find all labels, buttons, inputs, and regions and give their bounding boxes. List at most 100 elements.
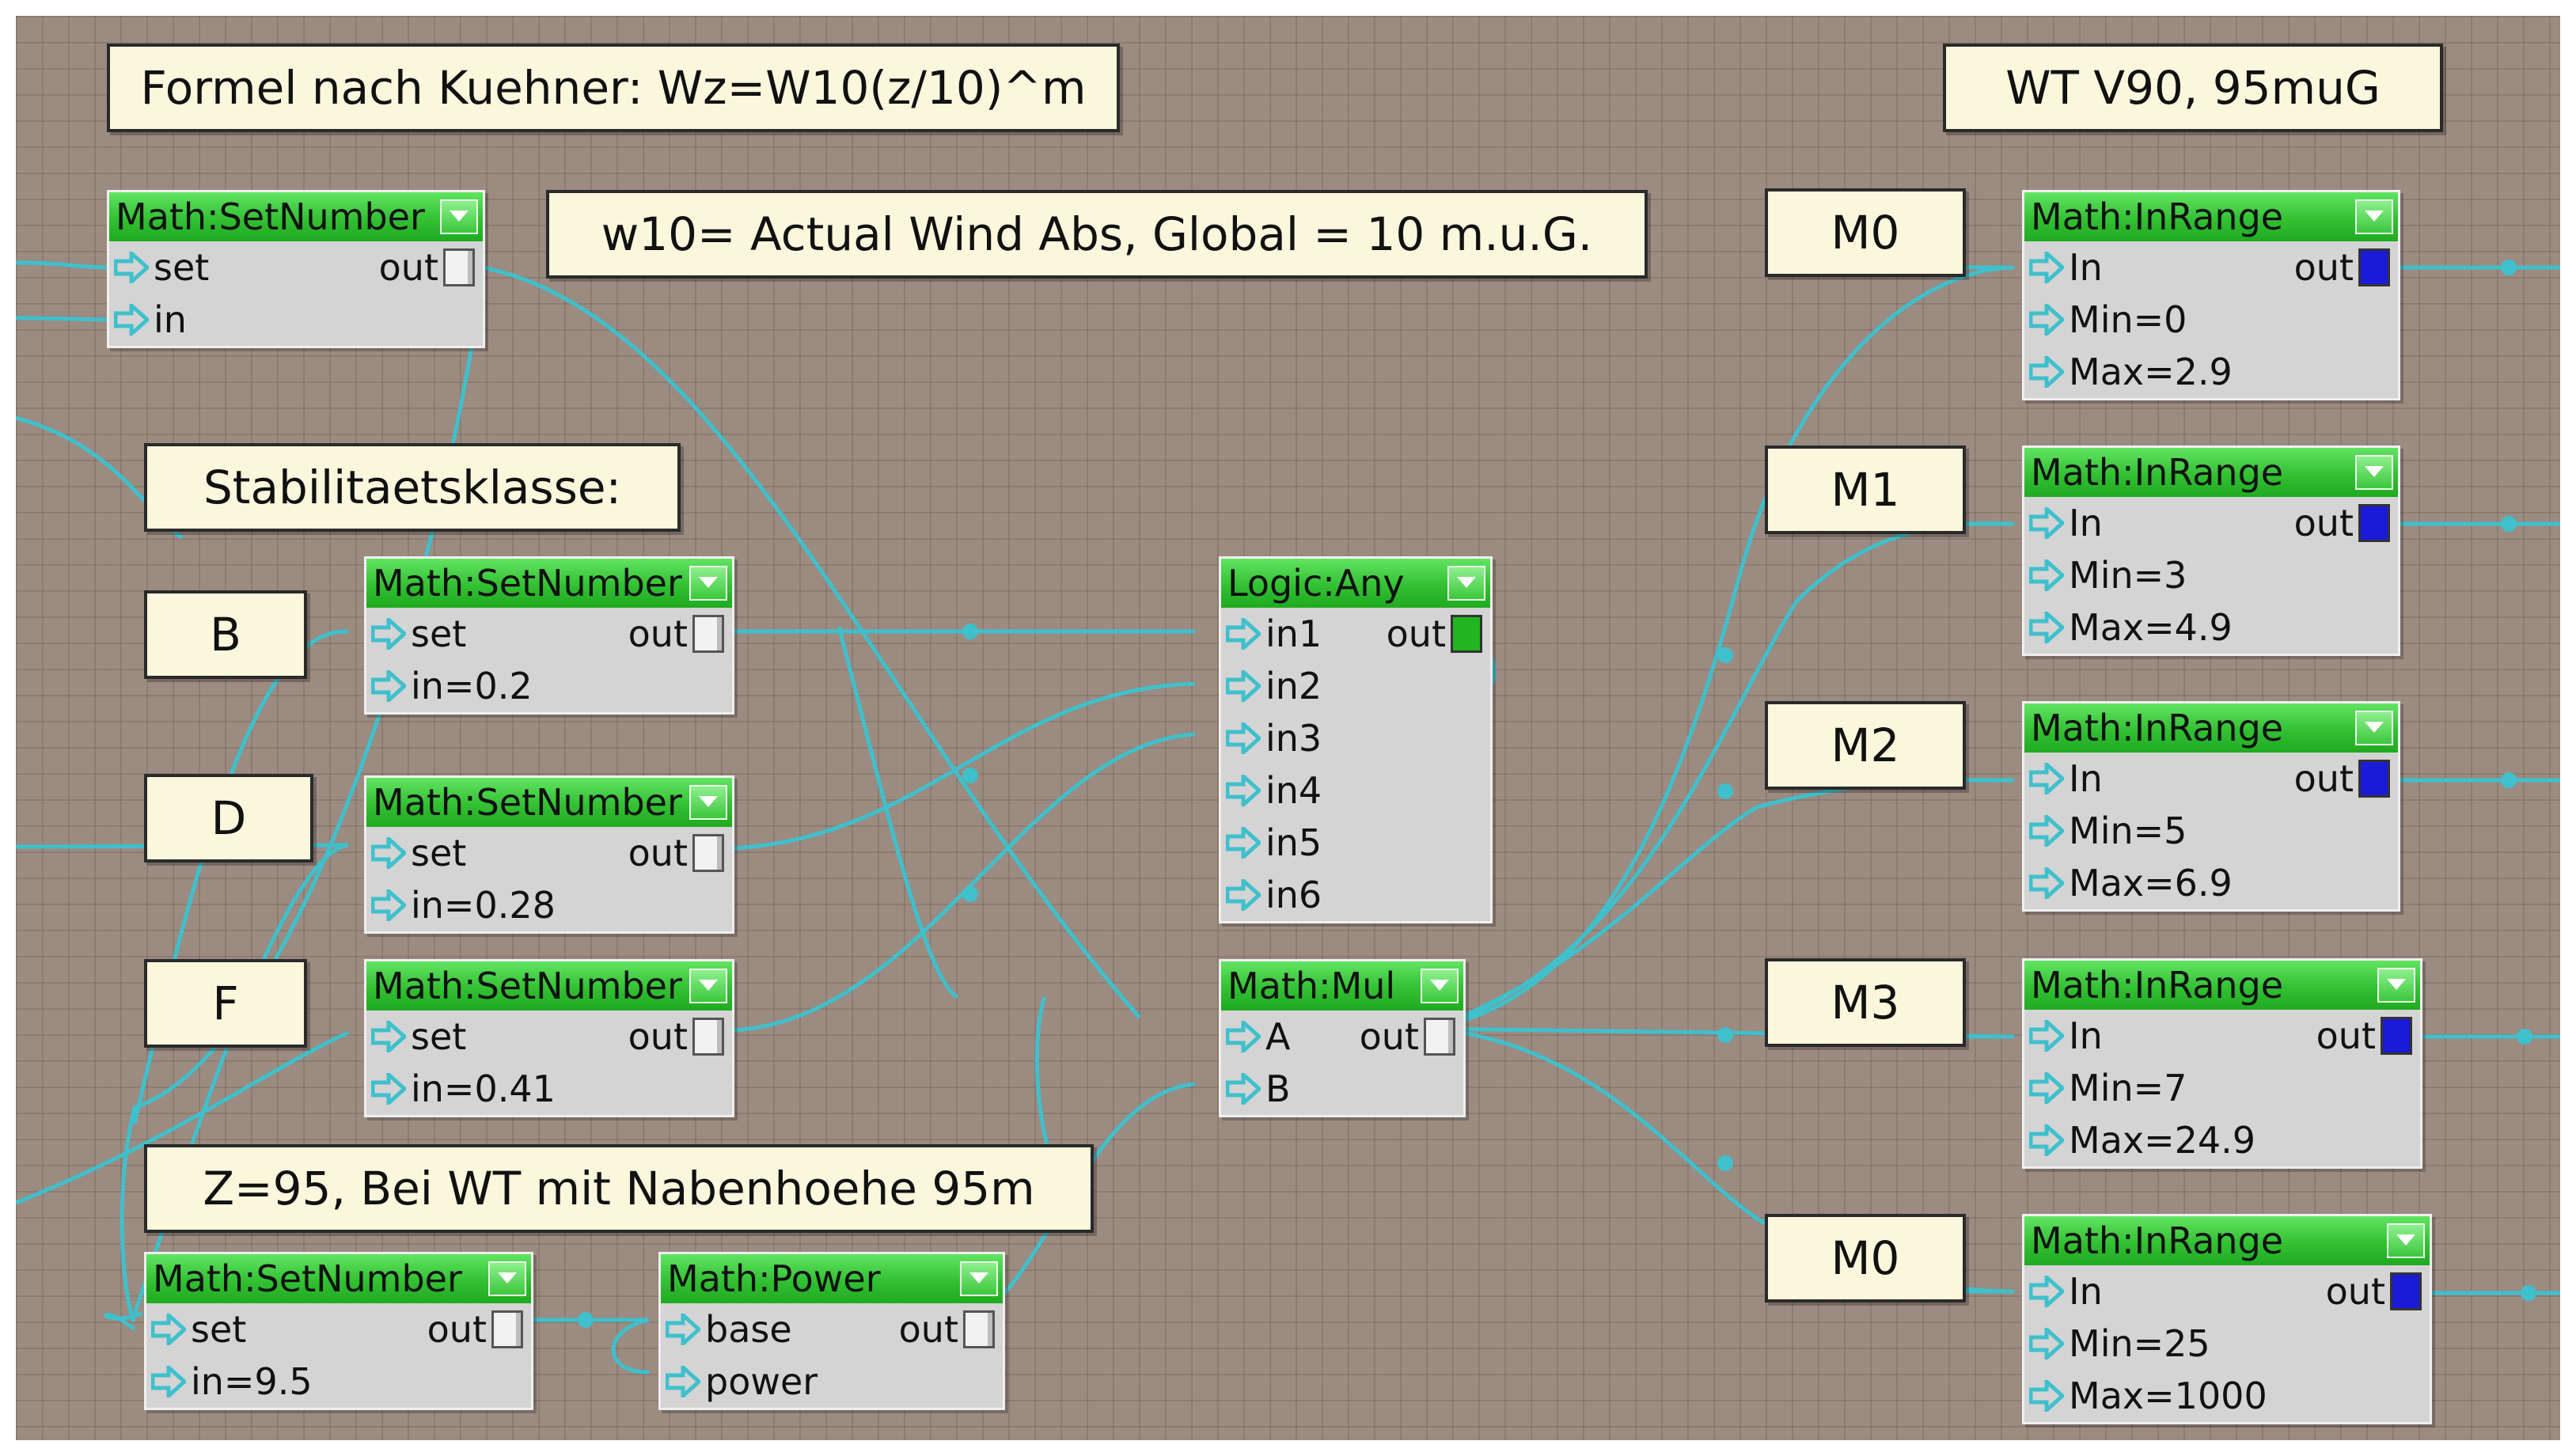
hollow-arrow-icon[interactable] bbox=[666, 1314, 700, 1345]
green-arrow-icon[interactable] bbox=[371, 837, 406, 869]
green-arrow-icon[interactable] bbox=[371, 1021, 406, 1052]
output-indicator[interactable] bbox=[2358, 504, 2390, 542]
z-note[interactable]: Z=95, Bei WT mit Nabenhoehe 95m bbox=[144, 1144, 1094, 1233]
output-indicator[interactable] bbox=[2358, 248, 2390, 286]
power-node[interactable]: Math:Power base out power bbox=[658, 1252, 1005, 1410]
dropdown-triangle-icon[interactable] bbox=[2377, 968, 2415, 1003]
logic-any-node[interactable]: Logic:Any in1 out in2 in3 in4 in5 in6 bbox=[1219, 556, 1493, 923]
hollow-arrow-icon[interactable] bbox=[2029, 1328, 2064, 1359]
hollow-arrow-icon[interactable] bbox=[371, 889, 406, 921]
dropdown-triangle-icon[interactable] bbox=[1447, 566, 1485, 601]
dropdown-triangle-icon[interactable] bbox=[1421, 969, 1459, 1003]
green-arrow-icon[interactable] bbox=[1226, 879, 1261, 911]
hollow-arrow-icon[interactable] bbox=[2029, 612, 2064, 643]
output-indicator[interactable] bbox=[2381, 1017, 2412, 1055]
hollow-arrow-icon[interactable] bbox=[2029, 1072, 2064, 1104]
inrange-node-2[interactable]: Math:InRange In out Min=5 Max=6.9 bbox=[2022, 701, 2400, 912]
dropdown-triangle-icon[interactable] bbox=[2355, 199, 2393, 234]
hollow-arrow-icon[interactable] bbox=[1226, 1021, 1261, 1052]
hollow-arrow-icon[interactable] bbox=[1226, 1073, 1261, 1105]
output-indicator[interactable] bbox=[491, 1310, 523, 1348]
green-arrow-icon[interactable] bbox=[1226, 722, 1261, 754]
turbine-note[interactable]: WT V90, 95muG bbox=[1943, 44, 2443, 132]
hollow-arrow-icon[interactable] bbox=[2029, 1380, 2064, 1412]
hollow-arrow-icon[interactable] bbox=[2029, 763, 2064, 794]
inrange-node-4[interactable]: Math:InRange In out Min=25 Max=1000 bbox=[2022, 1214, 2432, 1424]
m1-note[interactable]: M1 bbox=[1765, 446, 1966, 534]
hollow-arrow-icon[interactable] bbox=[2029, 815, 2064, 847]
node-title: Math:InRange bbox=[2031, 451, 2284, 494]
dropdown-triangle-icon[interactable] bbox=[2387, 1223, 2425, 1258]
hollow-arrow-icon[interactable] bbox=[2029, 1124, 2064, 1156]
formula-note[interactable]: Formel nach Kuehner: Wz=W10(z/10)^m bbox=[107, 44, 1120, 132]
output-indicator[interactable] bbox=[443, 248, 475, 286]
pin-label: B bbox=[1265, 1067, 1291, 1110]
m3-note[interactable]: M3 bbox=[1765, 958, 1966, 1047]
class-b-note[interactable]: B bbox=[144, 590, 307, 679]
node-editor-canvas[interactable]: Formel nach Kuehner: Wz=W10(z/10)^m WT V… bbox=[16, 16, 2560, 1440]
hollow-arrow-icon[interactable] bbox=[2029, 356, 2064, 388]
output-indicator[interactable] bbox=[963, 1310, 995, 1348]
pin-label: Min=0 bbox=[2069, 298, 2187, 341]
output-indicator[interactable] bbox=[2358, 760, 2390, 798]
wire-node bbox=[1717, 647, 1733, 663]
setnumber-node-z[interactable]: Math:SetNumber set out in=9.5 bbox=[144, 1252, 533, 1410]
hollow-arrow-icon[interactable] bbox=[2029, 867, 2064, 899]
pin-label: Min=5 bbox=[2069, 810, 2187, 852]
dropdown-triangle-icon[interactable] bbox=[689, 566, 727, 601]
class-f-note[interactable]: F bbox=[144, 959, 307, 1048]
output-indicator[interactable] bbox=[1424, 1018, 1455, 1056]
setnumber-node-top[interactable]: Math:SetNumber set out in bbox=[107, 190, 485, 348]
output-indicator[interactable] bbox=[692, 615, 724, 653]
green-arrow-icon[interactable] bbox=[1226, 775, 1261, 806]
output-indicator[interactable] bbox=[1451, 615, 1482, 653]
inrange-node-3[interactable]: Math:InRange In out Min=7 Max=24.9 bbox=[2022, 958, 2422, 1169]
class-d-note[interactable]: D bbox=[144, 774, 313, 863]
green-arrow-icon[interactable] bbox=[1226, 618, 1261, 650]
wire-node bbox=[2517, 1029, 2532, 1045]
hollow-arrow-icon[interactable] bbox=[371, 1073, 406, 1105]
output-indicator[interactable] bbox=[2390, 1272, 2422, 1310]
dropdown-triangle-icon[interactable] bbox=[2355, 455, 2393, 490]
hollow-arrow-icon[interactable] bbox=[114, 304, 149, 336]
dropdown-triangle-icon[interactable] bbox=[488, 1261, 526, 1296]
pin-label: in2 bbox=[1265, 665, 1322, 707]
output-indicator[interactable] bbox=[692, 834, 724, 872]
pin-label: in5 bbox=[1265, 821, 1322, 864]
dropdown-triangle-icon[interactable] bbox=[2355, 711, 2393, 745]
setnumber-node-b[interactable]: Math:SetNumber set out in=0.2 bbox=[364, 556, 734, 715]
node-title: Math:InRange bbox=[2031, 195, 2284, 238]
inrange-node-0[interactable]: Math:InRange In out Min=0 Max=2.9 bbox=[2022, 190, 2400, 400]
w10-note[interactable]: w10= Actual Wind Abs, Global = 10 m.u.G. bbox=[546, 190, 1648, 279]
node-title: Math:SetNumber bbox=[373, 781, 682, 824]
inrange-node-1[interactable]: Math:InRange In out Min=3 Max=4.9 bbox=[2022, 446, 2400, 656]
hollow-arrow-icon[interactable] bbox=[371, 670, 406, 702]
stability-note[interactable]: Stabilitaetsklasse: bbox=[144, 443, 681, 532]
hollow-arrow-icon[interactable] bbox=[2029, 507, 2064, 539]
pin-label: in6 bbox=[1265, 874, 1322, 916]
setnumber-node-d[interactable]: Math:SetNumber set out in=0.28 bbox=[364, 775, 734, 934]
m0-note-bottom[interactable]: M0 bbox=[1765, 1214, 1966, 1302]
hollow-arrow-icon[interactable] bbox=[666, 1366, 700, 1397]
hollow-arrow-icon[interactable] bbox=[2029, 304, 2064, 336]
green-arrow-icon[interactable] bbox=[1226, 827, 1261, 859]
hollow-arrow-icon[interactable] bbox=[2029, 252, 2064, 283]
m0-note-top[interactable]: M0 bbox=[1765, 188, 1966, 277]
green-arrow-icon[interactable] bbox=[1226, 670, 1261, 702]
green-arrow-icon[interactable] bbox=[151, 1314, 186, 1345]
green-arrow-icon[interactable] bbox=[371, 618, 406, 650]
dropdown-triangle-icon[interactable] bbox=[960, 1261, 998, 1296]
setnumber-node-f[interactable]: Math:SetNumber set out in=0.41 bbox=[364, 959, 734, 1117]
pin-label: in4 bbox=[1265, 769, 1322, 812]
hollow-arrow-icon[interactable] bbox=[2029, 1276, 2064, 1307]
green-arrow-icon[interactable] bbox=[114, 252, 149, 283]
m2-note[interactable]: M2 bbox=[1765, 701, 1966, 790]
dropdown-triangle-icon[interactable] bbox=[689, 969, 727, 1003]
dropdown-triangle-icon[interactable] bbox=[689, 785, 727, 820]
hollow-arrow-icon[interactable] bbox=[2029, 1020, 2064, 1052]
mul-node[interactable]: Math:Mul A out B bbox=[1219, 959, 1466, 1117]
dropdown-triangle-icon[interactable] bbox=[440, 199, 478, 234]
hollow-arrow-icon[interactable] bbox=[151, 1366, 186, 1397]
output-indicator[interactable] bbox=[692, 1018, 724, 1056]
hollow-arrow-icon[interactable] bbox=[2029, 559, 2064, 591]
